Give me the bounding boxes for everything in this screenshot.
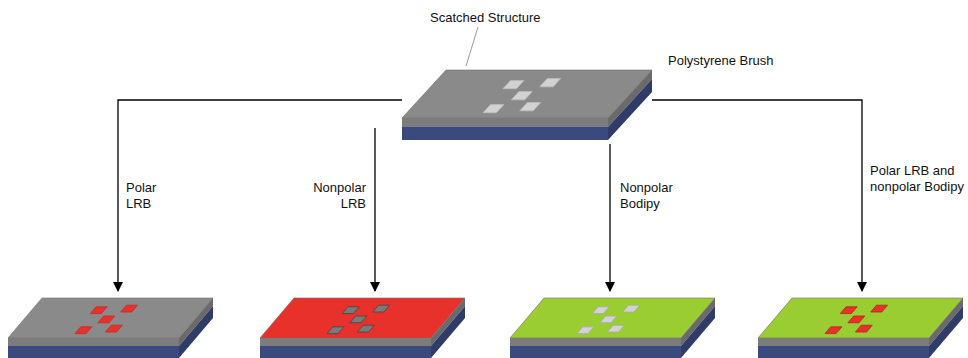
substrate-base [260,346,431,358]
scratched-structure [483,105,504,113]
substrate-base [758,346,929,358]
substrate-side [929,306,963,358]
layer-label: Polystyrene Brush [668,53,808,69]
brush-edge [758,338,929,346]
treatment-label: Polar LRB [126,180,168,212]
substrate-side [431,306,465,358]
scratched-structure [540,79,561,87]
brush-layer [402,70,652,118]
brush-edge [260,338,431,346]
scratched-structure [357,325,374,332]
scratched-structure [373,305,390,312]
brush-layer [8,298,213,338]
flow-arrow [652,100,862,291]
leader-line [466,27,478,66]
scratched-structure [342,307,359,314]
scratched-structure [511,92,532,100]
substrate-slab [402,70,652,140]
scratched-structure [600,316,617,323]
scratched-structure [848,316,865,323]
substrate-slab [8,298,213,358]
substrate-side [179,306,213,358]
scratched-structure [350,316,367,323]
scratched-structure [327,327,344,334]
scratched-structure [607,325,624,332]
treatment-label: Polar LRB and nonpolar Bodipy [870,163,964,195]
substrate-side [681,306,715,358]
brush-edge [402,118,608,127]
structure-label: Scatched Structure [430,10,570,26]
brush-edge [8,338,179,346]
brush-layer [510,298,715,338]
scratched-structure [577,327,594,334]
substrate-slab [260,298,465,358]
substrate-base [402,127,608,140]
scratched-structure [623,305,640,312]
brush-edge [510,338,681,346]
flow-arrow [118,100,402,291]
substrate-slab [510,298,715,358]
brush-layer [758,298,963,338]
scratched-structure [840,307,857,314]
substrate-slab [758,298,963,358]
scratched-structure [520,103,541,111]
treatment-label: Nonpolar LRB [300,180,366,212]
brush-layer [260,298,465,338]
scratched-structure [90,307,107,314]
scratched-structure [75,327,92,334]
treatment-label: Nonpolar Bodipy [620,180,686,212]
flow-arrow [609,144,610,291]
scratched-structure [871,305,888,312]
substrate-base [8,346,179,358]
scratched-structure [825,327,842,334]
substrate-side [608,79,652,140]
substrate-base [510,346,681,358]
scratched-structure [121,305,138,312]
scratched-structure [503,81,524,89]
scratched-structure [855,325,872,332]
scratched-structure [105,325,122,332]
flow-arrow [374,128,375,291]
scratched-structure [98,316,115,323]
scratched-structure [592,307,609,314]
